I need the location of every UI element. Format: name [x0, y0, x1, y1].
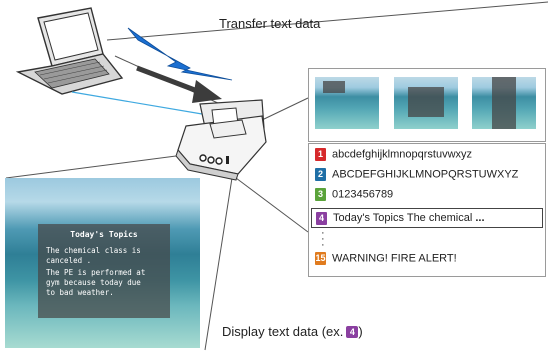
overlay-line: canceled . [46, 256, 92, 265]
projector-icon [175, 99, 267, 181]
badge-15: 15 [315, 252, 326, 265]
projection-line-right [204, 177, 233, 351]
panel-line [261, 97, 309, 121]
thumbnail-2 [394, 77, 458, 129]
vertical-ellipsis-icon: ··· [321, 227, 325, 251]
badge-4-inline: 4 [346, 325, 359, 338]
wireless-lightning-icon [127, 27, 233, 81]
badge-4: 4 [316, 211, 327, 225]
thumbnail-strip [308, 68, 546, 142]
overlay-title: Today's Topics [70, 230, 138, 239]
overlay-line: The chemical class is [46, 246, 141, 255]
projection-line-left [5, 155, 177, 179]
thumbnail-1 [315, 77, 379, 129]
badge-1: 1 [315, 148, 326, 161]
transfer-arrow-icon [136, 65, 222, 103]
cable-line [71, 91, 203, 115]
projected-screen-image: Today's Topics The chemical class is can… [5, 178, 200, 348]
display-caption: Display text data (ex.4) [222, 324, 363, 340]
overlay-line: gym because today due [46, 278, 141, 287]
laptop-icon [15, 7, 124, 95]
badge-3: 3 [315, 188, 326, 201]
badge-2: 2 [315, 168, 326, 181]
ellipsis-more: ... [475, 212, 485, 224]
transfer-line-upper [106, 1, 549, 41]
overlay-line: to bad weather. [46, 288, 114, 297]
overlay-line: The PE is performed at [46, 268, 146, 277]
text-overlay-box: Today's Topics The chemical class is can… [38, 224, 170, 318]
transfer-caption: Transfer text data [219, 16, 321, 31]
display-line [235, 177, 309, 233]
thumbnail-3 [472, 77, 536, 129]
